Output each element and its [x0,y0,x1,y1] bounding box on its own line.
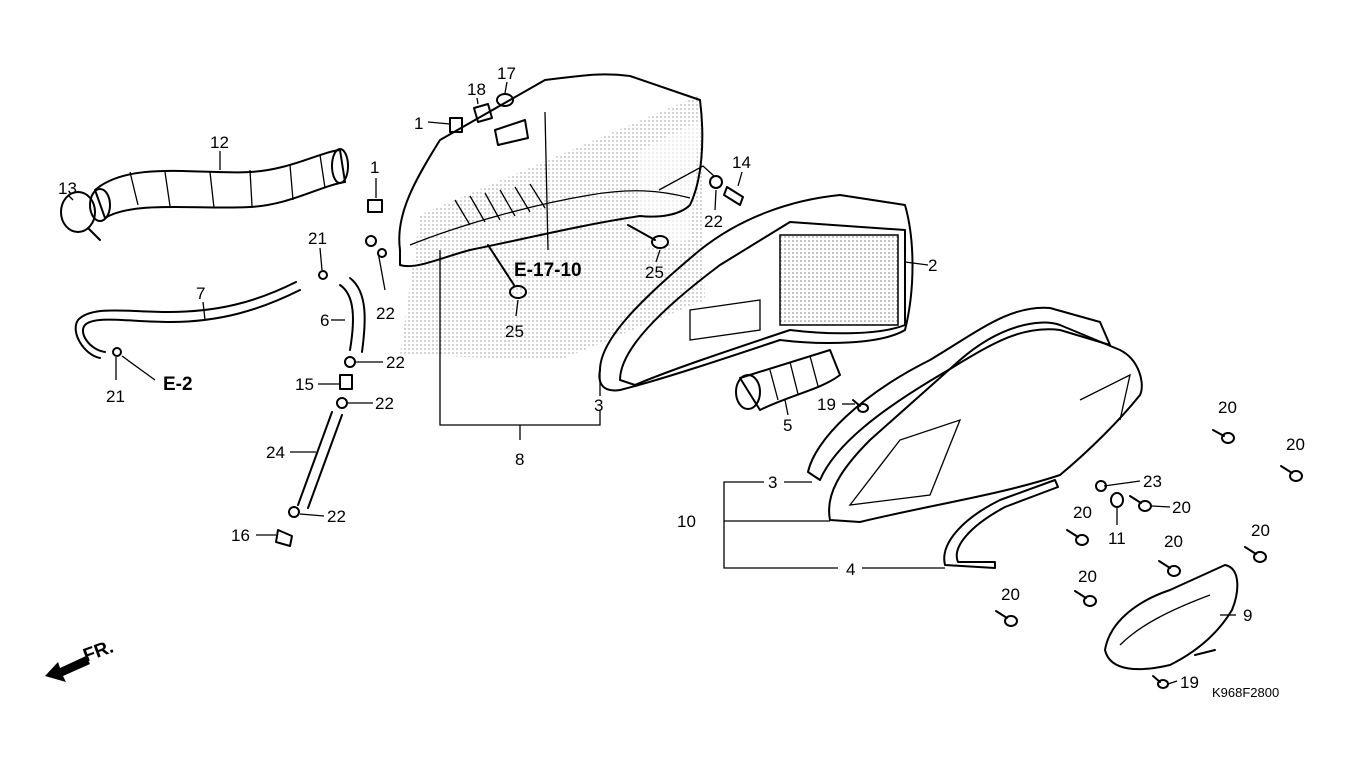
intake-duct [89,148,349,222]
diagram-code: K968F2800 [1212,685,1279,700]
callout-3[interactable]: 3 [768,473,777,492]
callout-21[interactable]: 21 [106,387,125,406]
callout-23[interactable]: 23 [1143,472,1162,491]
callout-3[interactable]: 3 [594,396,603,415]
callouts: 1 1 2 3 3 4 5 6 7 8 9 10 11 12 13 14 15 … [58,64,1305,692]
callout-22[interactable]: 22 [704,212,723,231]
seal-upper [598,194,914,392]
callout-19[interactable]: 19 [817,395,836,414]
callout-20[interactable]: 20 [1078,567,1097,586]
callout-25[interactable]: 25 [505,322,524,341]
bolts-25 [487,224,669,299]
callout-22[interactable]: 22 [375,394,394,413]
callout-13[interactable]: 13 [58,179,77,198]
callout-7[interactable]: 7 [196,284,205,303]
band-clamp [60,191,101,241]
callout-18[interactable]: 18 [467,80,486,99]
callout-6[interactable]: 6 [320,311,329,330]
callout-5[interactable]: 5 [783,416,792,435]
callout-20[interactable]: 20 [1164,532,1183,551]
callout-25[interactable]: 25 [645,263,664,282]
case-cover [828,321,1143,523]
watermark-logo [400,95,705,360]
ref-label-e2[interactable]: E-2 [163,374,193,395]
callout-1[interactable]: 1 [370,158,379,177]
small-fittings [112,235,387,547]
callout-2[interactable]: 2 [928,256,937,275]
callout-20[interactable]: 20 [1073,503,1092,522]
callout-22[interactable]: 22 [386,353,405,372]
callout-22[interactable]: 22 [376,304,395,323]
callout-20[interactable]: 20 [1251,521,1270,540]
breather-hose [339,277,366,353]
leader-lines [68,81,1236,685]
callout-20[interactable]: 20 [1218,398,1237,417]
front-direction-label: FR. [81,636,117,666]
drain-plug [709,175,744,206]
seal-4 [943,479,1059,569]
connecting-tube [735,349,841,411]
callout-17[interactable]: 17 [497,64,516,83]
callout-20[interactable]: 20 [1172,498,1191,517]
callout-14[interactable]: 14 [732,153,751,172]
air-cleaner-case [398,73,704,268]
callout-11[interactable]: 11 [1108,529,1126,548]
callout-10[interactable]: 10 [677,512,696,531]
callout-12[interactable]: 12 [210,133,229,152]
callout-20[interactable]: 20 [1001,585,1020,604]
callout-21[interactable]: 21 [308,229,327,248]
callout-16[interactable]: 16 [231,526,250,545]
callout-22[interactable]: 22 [327,507,346,526]
callout-1[interactable]: 1 [414,114,423,133]
drain-tube [74,281,301,359]
grommet-clip [473,93,514,123]
callout-8[interactable]: 8 [515,450,524,469]
ref-label-e17-10[interactable]: E-17-10 [514,260,582,281]
front-arrow-icon [45,656,90,682]
callout-15[interactable]: 15 [295,375,314,394]
tube [297,411,343,509]
side-cover [1104,564,1239,671]
air-filter-element [619,221,906,386]
callout-19[interactable]: 19 [1180,673,1199,692]
callout-24[interactable]: 24 [266,443,285,462]
callout-9[interactable]: 9 [1243,606,1252,625]
bolts-1 [367,117,463,213]
callout-20[interactable]: 20 [1286,435,1305,454]
screws [852,399,1303,689]
seal-lower [807,306,1111,481]
callout-4[interactable]: 4 [846,560,855,579]
